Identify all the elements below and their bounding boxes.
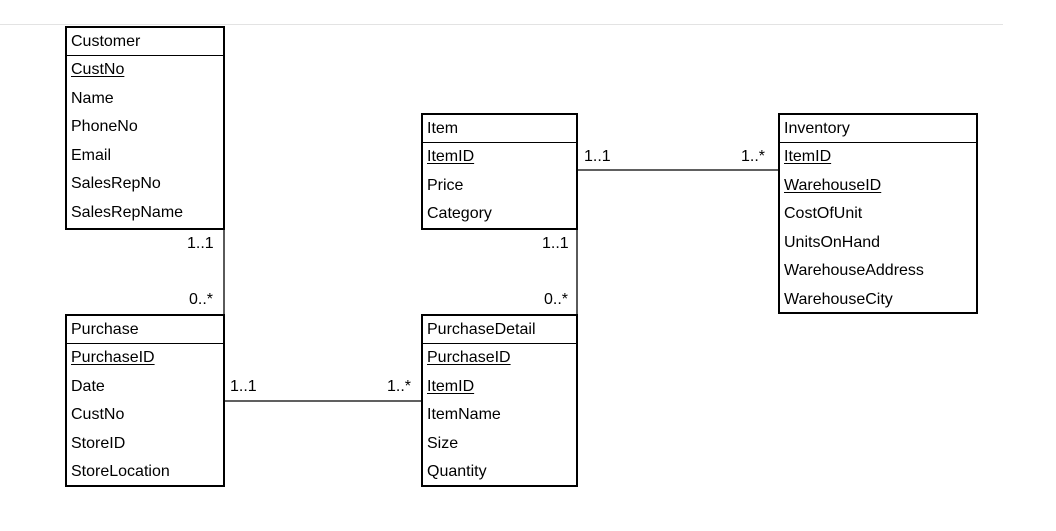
attribute-custno: CustNo xyxy=(71,61,125,78)
multiplicity-inventory-side: 1..* xyxy=(741,148,766,165)
attribute-email: Email xyxy=(71,146,112,164)
entity-customer[interactable]: Customer CustNo Name PhoneNo Email Sales… xyxy=(65,26,225,230)
attribute-itemid: ItemID xyxy=(784,148,832,165)
attribute-storeid: StoreID xyxy=(71,434,126,452)
entity-title: Customer xyxy=(67,28,223,56)
entity-purchase[interactable]: Purchase PurchaseID Date CustNo StoreID … xyxy=(65,314,225,487)
entity-title: Inventory xyxy=(780,115,976,143)
attribute-itemid: ItemID xyxy=(427,377,475,395)
entity-item[interactable]: Item ItemID Price Category xyxy=(421,113,578,230)
multiplicity-customer-side: 1..1 xyxy=(187,235,214,252)
attribute-salesrepname: SalesRepName xyxy=(71,203,184,221)
attribute-unitsonhand: UnitsOnHand xyxy=(784,233,881,251)
attribute-name: Name xyxy=(71,89,114,107)
attribute-price: Price xyxy=(427,176,464,194)
top-divider xyxy=(0,24,1003,25)
attribute-storelocation: StoreLocation xyxy=(71,463,170,480)
multiplicity-purchasedetail-upper-side: 0..* xyxy=(544,291,569,308)
attribute-purchaseid: PurchaseID xyxy=(427,349,511,366)
attribute-date: Date xyxy=(71,377,105,395)
multiplicity-item-side: 1..1 xyxy=(584,148,611,165)
multiplicity-purchasedetail-left-side: 1..* xyxy=(387,378,412,395)
attribute-phoneno: PhoneNo xyxy=(71,118,138,135)
entity-purchasedetail[interactable]: PurchaseDetail PurchaseID ItemID ItemNam… xyxy=(421,314,578,487)
multiplicity-purchase-side: 0..* xyxy=(189,291,214,308)
attribute-itemid: ItemID xyxy=(427,148,475,165)
attribute-quantity: Quantity xyxy=(427,463,487,480)
attribute-custno: CustNo xyxy=(71,406,125,423)
attribute-warehousecity: WarehouseCity xyxy=(784,290,893,308)
attribute-purchaseid: PurchaseID xyxy=(71,349,155,366)
attribute-warehouseid: WarehouseID xyxy=(784,176,882,194)
attribute-size: Size xyxy=(427,434,459,452)
attribute-salesrepno: SalesRepNo xyxy=(71,175,161,192)
multiplicity-item-lower-side: 1..1 xyxy=(542,235,569,252)
entity-title: Item xyxy=(423,115,576,143)
entity-title: Purchase xyxy=(67,316,223,344)
entity-inventory[interactable]: Inventory ItemID WarehouseID CostOfUnit … xyxy=(778,113,978,314)
attribute-costofunit: CostOfUnit xyxy=(784,205,863,222)
entity-title: PurchaseDetail xyxy=(423,316,576,344)
attribute-category: Category xyxy=(427,205,492,222)
attribute-itemname: ItemName xyxy=(427,406,501,423)
multiplicity-purchase-right-side: 1..1 xyxy=(230,378,257,395)
attribute-warehouseaddress: WarehouseAddress xyxy=(784,262,924,279)
